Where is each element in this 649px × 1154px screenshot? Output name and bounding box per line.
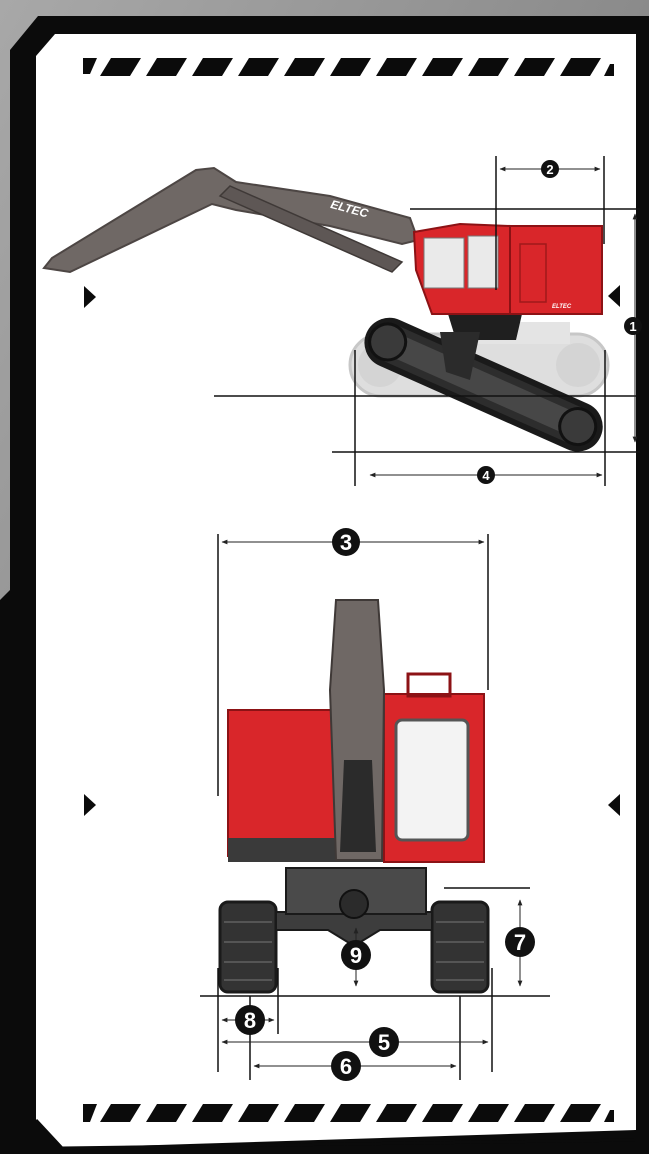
dimension-badge-2: 2: [541, 160, 559, 178]
dimension-label-8: 8: [244, 1008, 256, 1033]
dimension-badge-6: 6: [331, 1051, 361, 1081]
arrow-right-marker-upper: [84, 286, 96, 308]
dimension-badge-9: 9: [341, 940, 371, 970]
dimension-label-5: 5: [378, 1030, 390, 1055]
left-track: [218, 900, 278, 994]
dimension-label-2: 2: [546, 162, 553, 177]
front-view-machine: [218, 599, 490, 994]
dimension-badge-4: 4: [477, 466, 495, 484]
dimension-badge-1: 1: [624, 317, 642, 335]
dimension-label-9: 9: [350, 943, 362, 968]
arrow-right-marker-lower: [84, 794, 96, 816]
tilted-track: [364, 317, 603, 452]
front-dimension-lines: [200, 534, 550, 1080]
cab-brand-text: ELTEC: [552, 304, 572, 310]
side-view-machine: ELTEC ELTEC: [42, 166, 610, 452]
dimension-badge-5: 5: [369, 1027, 399, 1057]
dimension-label-7: 7: [514, 930, 526, 955]
engine-house: [509, 225, 603, 315]
front-house: [227, 709, 339, 857]
dimension-badge-7: 7: [505, 927, 535, 957]
dimension-label-1: 1: [629, 319, 636, 334]
dimension-label-6: 6: [340, 1054, 352, 1079]
arrow-left-marker-lower: [608, 794, 620, 816]
dimension-label-3: 3: [340, 530, 352, 555]
dimension-badge-3: 3: [332, 528, 360, 556]
panel-bottom-edge: [34, 1118, 638, 1150]
arrow-left-marker-upper: [608, 285, 620, 307]
right-track: [430, 900, 490, 994]
hazard-stripe-bottom: [83, 1104, 614, 1122]
dimension-badge-8: 8: [235, 1005, 265, 1035]
side-dimension-lines: [214, 156, 640, 486]
dimension-label-4: 4: [482, 468, 490, 483]
hazard-stripe-top: [83, 58, 614, 76]
